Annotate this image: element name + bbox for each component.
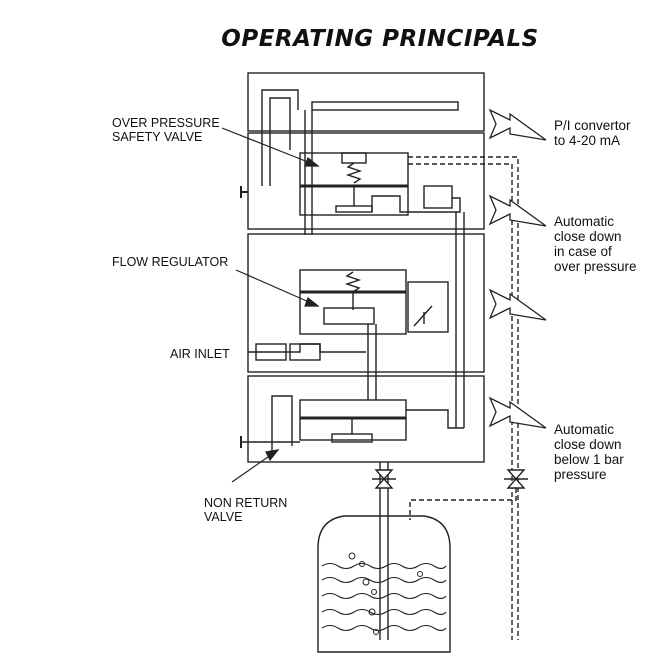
top-pipe [261,89,299,186]
label-non-return: NON RETURN VALVE [204,496,288,524]
leader-lines [221,127,320,483]
safety-pipe [371,195,461,213]
safety-block [247,132,485,230]
safety-seat [335,205,373,213]
air-inlet-box-2 [289,343,321,361]
safety-piston-top [341,152,367,164]
page-title: OPERATING PRINCIPALS [221,26,539,52]
arrow-icon-2 [488,194,547,227]
label-auto-below: Automatic close down below 1 bar pressur… [554,422,624,482]
bottom-loop [271,395,293,456]
bottom-seat [331,433,373,443]
bottom-right-loop [406,409,464,429]
big-arrows [488,108,547,429]
return-line [409,488,517,520]
arrow-icon-4 [488,396,547,429]
regulator-chamber [299,269,407,335]
top-channel [311,101,459,111]
bubbles [348,552,423,635]
arrow-icon-1 [488,108,547,141]
bottom-block [247,375,485,463]
air-inlet-pipe [248,343,366,353]
label-auto-over: Automatic close down in case of over pre… [554,214,637,274]
regulator-right-box [407,281,449,333]
air-inlet-box-1 [255,343,287,361]
label-flow-regulator: FLOW REGULATOR [112,255,229,269]
bottom-chamber [299,399,407,441]
regulator-block [247,233,485,373]
label-air-inlet: AIR INLET [170,347,230,361]
signal-line-2 [408,163,513,640]
liquid-waves [321,562,447,632]
regulator-seat [323,307,375,325]
regulator-needle [413,305,433,327]
safety-spring [345,162,363,184]
arrow-icon-3 [488,288,547,321]
safety-right-box [423,185,453,209]
regulator-spring [344,271,362,293]
top-block [247,72,485,132]
label-pi-convertor: P/I convertor to 4-20 mA [554,118,631,148]
top-pipe-2 [269,97,291,186]
label-over-pressure: OVER PRESSURE SAFETY VALVE [112,116,220,144]
tank [317,515,451,653]
